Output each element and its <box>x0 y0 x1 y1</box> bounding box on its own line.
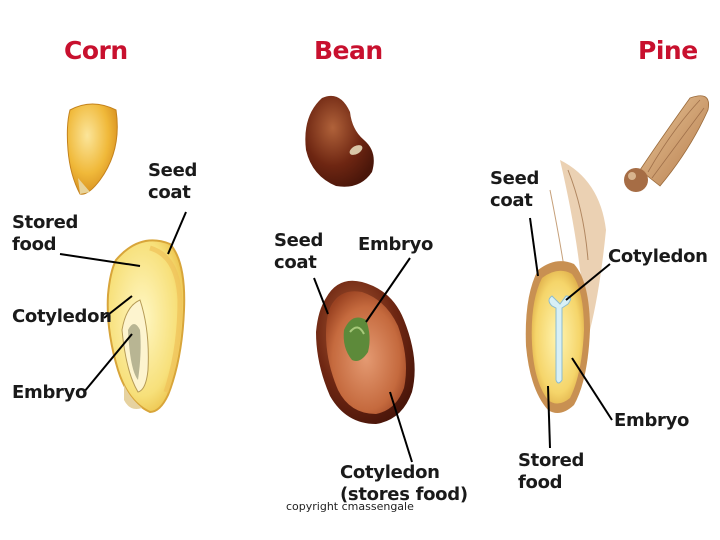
corn-stored-food-line <box>59 253 141 267</box>
pine-stored-food-line <box>547 385 551 449</box>
bean-title: Bean <box>314 36 383 65</box>
copyright-text: copyright cmassengale <box>286 500 414 513</box>
bean-cotyledon-line <box>389 391 413 463</box>
leader-lines <box>59 211 613 463</box>
corn-seed-coat-label: Seed coat <box>148 160 197 204</box>
corn-seed-coat-line <box>167 211 187 255</box>
pine-cotyledon-label: Cotyledon <box>608 246 708 267</box>
bean-seed-coat-line2: coat <box>274 252 317 273</box>
pine-embryo-line <box>571 357 613 421</box>
pine-winged-seed <box>624 95 709 192</box>
pine-seed-section <box>525 160 606 414</box>
pine-embryo-label: Embryo <box>614 410 690 431</box>
pine-title: Pine <box>638 36 698 65</box>
pine-stored-food-label: Stored food <box>518 450 584 494</box>
bean-seed-section <box>316 280 415 424</box>
bean-seed-whole <box>305 95 374 187</box>
corn-stored-food-label: Stored food <box>12 212 78 256</box>
bean-cotyledon-line2: (stores food) <box>340 484 468 505</box>
pine-seed-coat-line1: Seed <box>490 168 540 189</box>
pine-seed-coat-line2: coat <box>490 190 533 211</box>
pine-seed-coat-line <box>529 217 539 277</box>
corn-stored-food-line1: Stored <box>12 212 79 233</box>
bean-cotyledon-line1: Cotyledon <box>340 462 440 483</box>
corn-stored-food-line2: food <box>12 234 57 255</box>
pine-stored-food-line1: Stored <box>518 450 585 471</box>
bean-embryo-label: Embryo <box>358 234 434 255</box>
bean-embryo-line <box>365 257 411 323</box>
corn-embryo-line <box>83 333 133 393</box>
corn-cotyledon-label: Cotyledon <box>12 306 112 327</box>
corn-embryo-label: Embryo <box>12 382 88 403</box>
corn-kernel-whole <box>66 103 118 195</box>
bean-seed-coat-line1: Seed <box>274 230 324 251</box>
bean-seed-coat-label: Seed coat <box>274 230 323 274</box>
bean-seed-coat-line <box>313 277 329 315</box>
pine-cotyledon-line <box>565 263 611 301</box>
pine-seed-coat-label: Seed coat <box>490 168 539 212</box>
bean-cotyledon-label: Cotyledon (stores food) <box>340 462 468 506</box>
corn-title: Corn <box>64 36 128 65</box>
pine-stored-food-line2: food <box>518 472 563 493</box>
corn-cotyledon-line <box>103 295 133 319</box>
corn-seed-coat-line2: coat <box>148 182 191 203</box>
corn-kernel-section <box>106 239 186 414</box>
corn-seed-coat-line1: Seed <box>148 160 198 181</box>
